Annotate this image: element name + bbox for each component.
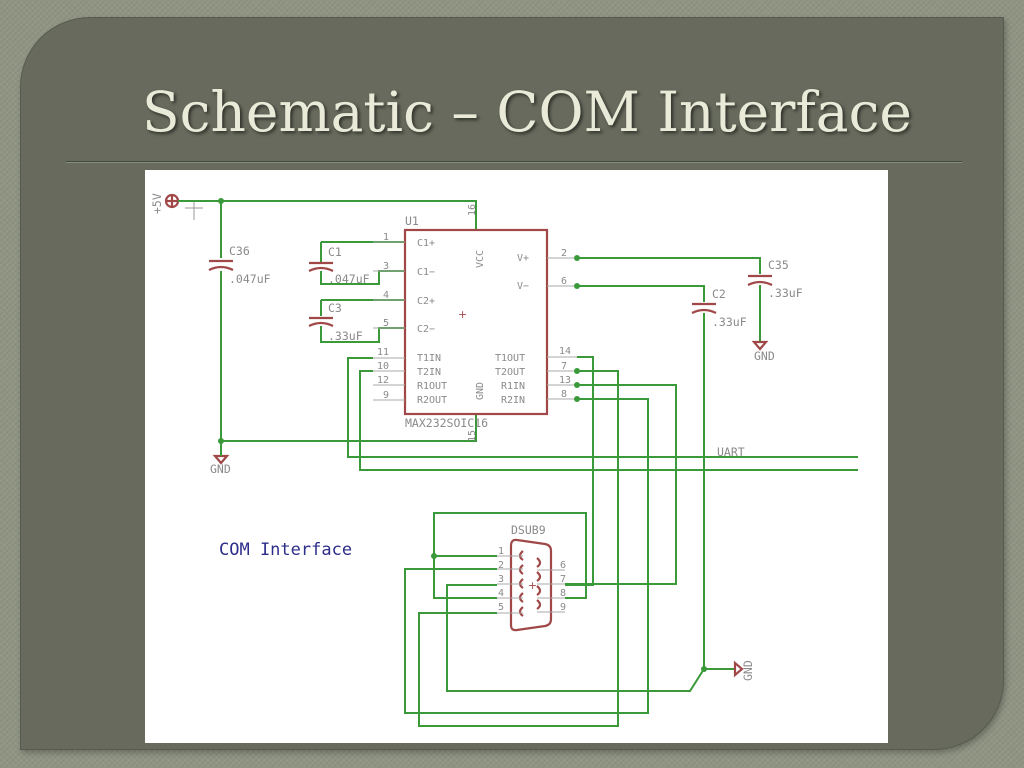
ic-pin-number: 2 xyxy=(561,248,567,259)
gnd-symbol-dsub xyxy=(733,660,744,678)
c35-ref: C35 xyxy=(768,258,789,272)
dsub-pin-number: 6 xyxy=(560,560,566,571)
ic-pin-name: R1IN xyxy=(501,381,525,392)
slide-title: Schematic – COM Interface xyxy=(142,80,912,144)
c35-value: .33uF xyxy=(768,286,803,300)
power-rail: +5V xyxy=(150,193,477,230)
c3-ref: C3 xyxy=(328,301,342,315)
ic-pin-number: 9 xyxy=(383,390,389,401)
ic-pin-number: 12 xyxy=(377,375,389,386)
ic-pin-number: 7 xyxy=(561,361,567,372)
capacitor-c1: C1 .047uF xyxy=(308,241,405,286)
ic-pin-name: R2OUT xyxy=(417,395,447,406)
schematic-canvas: +5V GND C36 .047uF C1 .047uF C3 .33uF xyxy=(150,193,858,727)
c3-value: .33uF xyxy=(328,329,363,343)
gnd-symbol-c35 xyxy=(751,340,769,351)
dsub-ref: DSUB9 xyxy=(511,523,546,537)
ic-pin-name: V− xyxy=(517,281,529,292)
ic-pin-name: R1OUT xyxy=(417,381,447,392)
dsub-pin-number: 7 xyxy=(560,574,566,585)
ic-pin-name: T2IN xyxy=(417,367,441,378)
schematic-diagram: +5V GND C36 .047uF C1 .047uF C3 .33uF xyxy=(145,170,888,743)
ic-part: MAX232SOIC16 xyxy=(405,416,488,430)
left-gnd-rail: GND C36 .047uF xyxy=(208,201,477,476)
power-label: +5V xyxy=(150,193,164,214)
ic-pin-name: T1OUT xyxy=(495,353,525,364)
ic-vcc-label: VCC xyxy=(475,250,486,268)
ic-pin-name: V+ xyxy=(517,253,529,264)
ic-pin-name: T1IN xyxy=(417,353,441,364)
ic-pin-name: T2OUT xyxy=(495,367,525,378)
ic-pin-name: C1+ xyxy=(417,238,435,249)
c1-value: .047uF xyxy=(328,272,370,286)
dsub-pin-number: 5 xyxy=(498,602,504,613)
ic-pin-number: 10 xyxy=(377,361,389,372)
svg-text:+: + xyxy=(528,579,537,592)
ic-pin-number: 4 xyxy=(383,290,389,301)
c1-ref: C1 xyxy=(328,245,342,259)
svg-text:+: + xyxy=(458,308,467,321)
capacitor-c2: C2 .33uF xyxy=(574,283,747,669)
dsub-pin-number: 3 xyxy=(498,574,504,585)
dsub-pin-number: 4 xyxy=(498,588,504,599)
dsub-pin-number: 9 xyxy=(560,602,566,613)
c36-value: .047uF xyxy=(229,272,271,286)
ic-ref: U1 xyxy=(405,214,419,228)
ic-pin-number: 14 xyxy=(559,346,571,357)
ic-u1: U1 MAX232SOIC16 16 VCC GND 15 + 1 3 4 5 … xyxy=(373,204,577,442)
ic-pin-number: 6 xyxy=(561,276,567,287)
ic-pin-name: R2IN xyxy=(501,395,525,406)
ic-vcc-pin: 16 xyxy=(467,204,478,216)
dsub9-connector: DSUB9 + 1 2 3 4 5 6 7 8 9 xyxy=(497,523,566,632)
ic-pin-number: 5 xyxy=(383,318,389,329)
c2-value: .33uF xyxy=(712,315,747,329)
ic-pin-number: 1 xyxy=(383,232,389,243)
ic-pin-name: C2+ xyxy=(417,296,435,307)
c2-ref: C2 xyxy=(712,287,726,301)
ic-pin-name: C1− xyxy=(417,267,435,278)
dsub-pin-number: 1 xyxy=(498,546,504,557)
ic-gnd-pin: 15 xyxy=(467,430,478,442)
ic-gnd-label: GND xyxy=(475,382,486,400)
dsub-pin-number: 8 xyxy=(560,588,566,599)
ic-pin-number: 13 xyxy=(559,375,571,386)
capacitor-c35: GND C35 .33uF xyxy=(574,255,803,363)
com-interface-note: COM Interface xyxy=(219,540,352,560)
uart-label: UART xyxy=(717,445,745,459)
ic-pin-name: C2− xyxy=(417,324,435,335)
capacitor-c3: C3 .33uF xyxy=(308,299,405,343)
ic-pin-number: 3 xyxy=(383,261,389,272)
gnd-label-dsub: GND xyxy=(741,660,755,681)
title-divider xyxy=(66,161,962,163)
gnd-label-c35: GND xyxy=(754,349,775,363)
ic-pin-number: 11 xyxy=(377,347,389,358)
rs232-nets: GND xyxy=(404,356,755,727)
gnd-label-left: GND xyxy=(210,462,231,476)
dsub-pin-number: 2 xyxy=(498,560,504,571)
c36-ref: C36 xyxy=(229,244,250,258)
uart-bus: UART xyxy=(347,357,858,471)
ic-pin-number: 8 xyxy=(561,389,567,400)
ic-body xyxy=(403,228,549,416)
